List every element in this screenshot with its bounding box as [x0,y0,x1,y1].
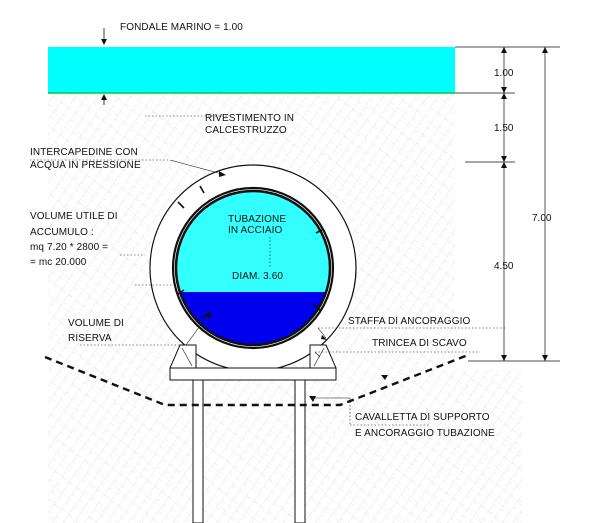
sea-water-band [48,47,455,93]
dimension-pipe: 4.50 [494,261,514,272]
support-trestle [169,367,337,523]
label-rivestimento-1: RIVESTIMENTO IN [205,113,294,124]
fondale-arrow [101,28,107,105]
label-cavalletta-2: E ANCORAGGIO TUBAZIONE [355,428,495,439]
dimension-cover: 1.50 [494,123,514,134]
label-trincea: TRINCEA DI SCAVO [372,338,467,349]
leader-lines [30,115,505,426]
label-staffa: STAFFA DI ANCORAGGIO [348,316,471,327]
label-diametro: DIAM. 3.60 [232,271,283,282]
label-intercapedine-2: ACQUA IN PRESSIONE [30,160,141,171]
label-volume-utile-1: VOLUME UTILE DI [30,211,118,222]
label-cavalletta-1: CAVALLETTA DI SUPPORTO [355,412,490,423]
label-volume-riserva-1: VOLUME DI [68,318,124,329]
dimension-total: 7.00 [532,213,552,224]
label-volume-utile-3: mq 7.20 * 2800 = [30,242,108,253]
label-rivestimento-2: CALCESTRUZZO [205,125,287,136]
anchor-strap-marks [177,185,323,319]
label-volume-utile-4: = mc 20.000 [30,257,87,268]
label-tubazione-2: IN ACCIAIO [228,225,282,236]
label-tubazione-1: TUBAZIONE [228,214,286,225]
label-fondale: FONDALE MARINO = 1.00 [120,22,243,33]
pipe-assembly [149,164,357,372]
label-intercapedine-1: INTERCAPEDINE CON [30,147,138,158]
excavation-trench-line [44,353,469,407]
dimension-ticks [501,47,548,361]
label-volume-utile-2: ACCUMULO : [30,227,94,238]
leader-arrowheads [206,171,388,402]
dimension-water: 1.00 [494,68,514,79]
dimension-lines [455,46,560,362]
steel-pipe-outline [171,186,335,350]
label-volume-riserva-2: RISERVA [68,333,112,344]
